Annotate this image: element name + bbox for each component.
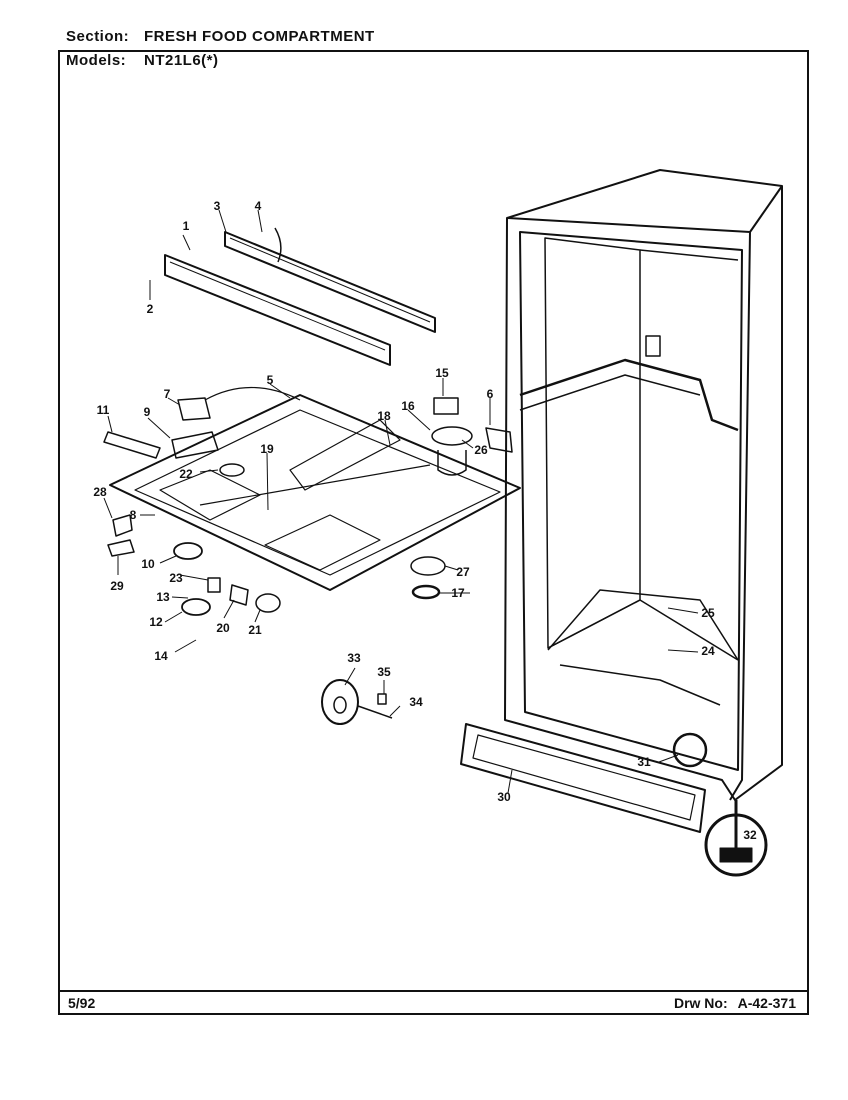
part-label-31: 31 xyxy=(637,755,651,769)
part-label-2: 2 xyxy=(147,302,154,316)
hinge-rail xyxy=(224,231,436,333)
drawing-frame xyxy=(58,50,809,1015)
part-label-20: 20 xyxy=(216,621,230,635)
base-grille xyxy=(460,723,706,833)
models-label: Models: xyxy=(66,52,127,69)
top-trim-bar-inner xyxy=(169,261,386,351)
part-label-29: 29 xyxy=(110,579,124,593)
tray-compartment-right xyxy=(264,514,381,571)
switch-23 xyxy=(207,577,221,593)
section-heading: Section: FRESH FOOD COMPARTMENT xyxy=(66,28,375,45)
part-label-27: 27 xyxy=(456,565,470,579)
tray-cross-rib xyxy=(199,464,431,506)
tray-compartment-left xyxy=(159,469,261,521)
base-grille-inner xyxy=(472,734,696,821)
leader-lines xyxy=(103,209,699,794)
tray-duct-channel xyxy=(289,419,401,491)
part-label-6: 6 xyxy=(487,387,494,401)
part-label-13: 13 xyxy=(156,590,170,604)
fan-motor-body xyxy=(437,450,467,476)
footer-divider xyxy=(58,990,809,992)
part-label-18: 18 xyxy=(377,409,391,423)
crisper-divider xyxy=(559,664,721,706)
motor-bracket xyxy=(433,397,459,415)
liner-floor xyxy=(547,599,739,661)
leveling-leg-foot xyxy=(719,847,753,863)
drain-cap xyxy=(410,556,446,576)
socket-20 xyxy=(229,584,249,606)
part-label-15: 15 xyxy=(435,366,449,380)
cabinet-side-edge xyxy=(749,185,783,233)
part-label-30: 30 xyxy=(497,790,511,804)
models-heading: Models: NT21L6(*) xyxy=(66,52,219,69)
liner-back xyxy=(544,237,641,649)
tray-inner-edge xyxy=(134,409,501,576)
cabinet-shell xyxy=(504,169,783,801)
roller-clip xyxy=(377,693,387,705)
section-label: Section: xyxy=(66,28,130,45)
part-label-23: 23 xyxy=(169,571,183,585)
cabinet-liner xyxy=(519,231,743,771)
part-label-34: 34 xyxy=(409,695,423,709)
knob-12 xyxy=(181,598,211,616)
control-knob-22 xyxy=(219,463,245,477)
roller-hub xyxy=(333,696,347,714)
part-label-35: 35 xyxy=(377,665,391,679)
part-label-33: 33 xyxy=(347,651,361,665)
crisper-cover xyxy=(547,589,739,661)
light-shield xyxy=(112,514,133,537)
part-label-28: 28 xyxy=(93,485,107,499)
top-hinge-block xyxy=(645,335,661,357)
part-label-9: 9 xyxy=(144,405,151,419)
part-label-7: 7 xyxy=(164,387,171,401)
part-label-19: 19 xyxy=(260,442,274,456)
part-label-1: 1 xyxy=(183,219,190,233)
part-label-10: 10 xyxy=(141,557,155,571)
light-bulb xyxy=(255,593,281,613)
drawing-number-value: A-42-371 xyxy=(737,995,796,1011)
control-housing xyxy=(171,431,219,459)
upper-shelf-rail xyxy=(519,358,739,432)
cabinet-front-face xyxy=(506,217,751,801)
thermostat-bracket xyxy=(177,397,211,421)
gasket-clip xyxy=(274,227,282,263)
hinge-bracket-31 xyxy=(672,732,708,768)
liner-ceiling xyxy=(639,249,739,261)
damper-plate xyxy=(103,431,161,459)
part-label-24: 24 xyxy=(701,644,715,658)
upper-shelf-rail-2 xyxy=(519,374,701,411)
part-label-16: 16 xyxy=(401,399,415,413)
part-label-32: 32 xyxy=(743,828,757,842)
part-label-11: 11 xyxy=(97,403,110,417)
part-label-21: 21 xyxy=(248,623,262,637)
top-trim-bar xyxy=(164,254,391,366)
part-label-14: 14 xyxy=(154,649,168,663)
gasket-ring xyxy=(411,584,441,600)
models-value: NT21L6(*) xyxy=(144,52,219,69)
hinge-rail-inner xyxy=(229,237,431,323)
door-switch xyxy=(485,427,513,453)
control-knob-10 xyxy=(173,542,203,560)
part-label-22: 22 xyxy=(179,467,193,481)
part-label-4: 4 xyxy=(255,199,262,213)
part-label-25: 25 xyxy=(701,606,715,620)
fan-blade xyxy=(431,426,473,446)
section-value: FRESH FOOD COMPARTMENT xyxy=(144,28,375,45)
part-label-3: 3 xyxy=(214,199,221,213)
control-panel-tray xyxy=(109,394,521,591)
socket-plate-29 xyxy=(107,539,135,557)
part-label-12: 12 xyxy=(149,615,163,629)
roller-axle xyxy=(357,705,393,719)
part-label-8: 8 xyxy=(130,508,137,522)
roller-wheel xyxy=(321,679,359,725)
capillary-tube xyxy=(204,387,301,401)
part-label-17: 17 xyxy=(451,586,465,600)
part-label-26: 26 xyxy=(474,443,488,457)
drawing-number-label: Drw No: xyxy=(673,995,728,1011)
part-label-5: 5 xyxy=(267,373,274,387)
drawing-number: Drw No: A-42-371 xyxy=(674,995,796,1011)
drawing-date: 5/92 xyxy=(68,995,96,1011)
